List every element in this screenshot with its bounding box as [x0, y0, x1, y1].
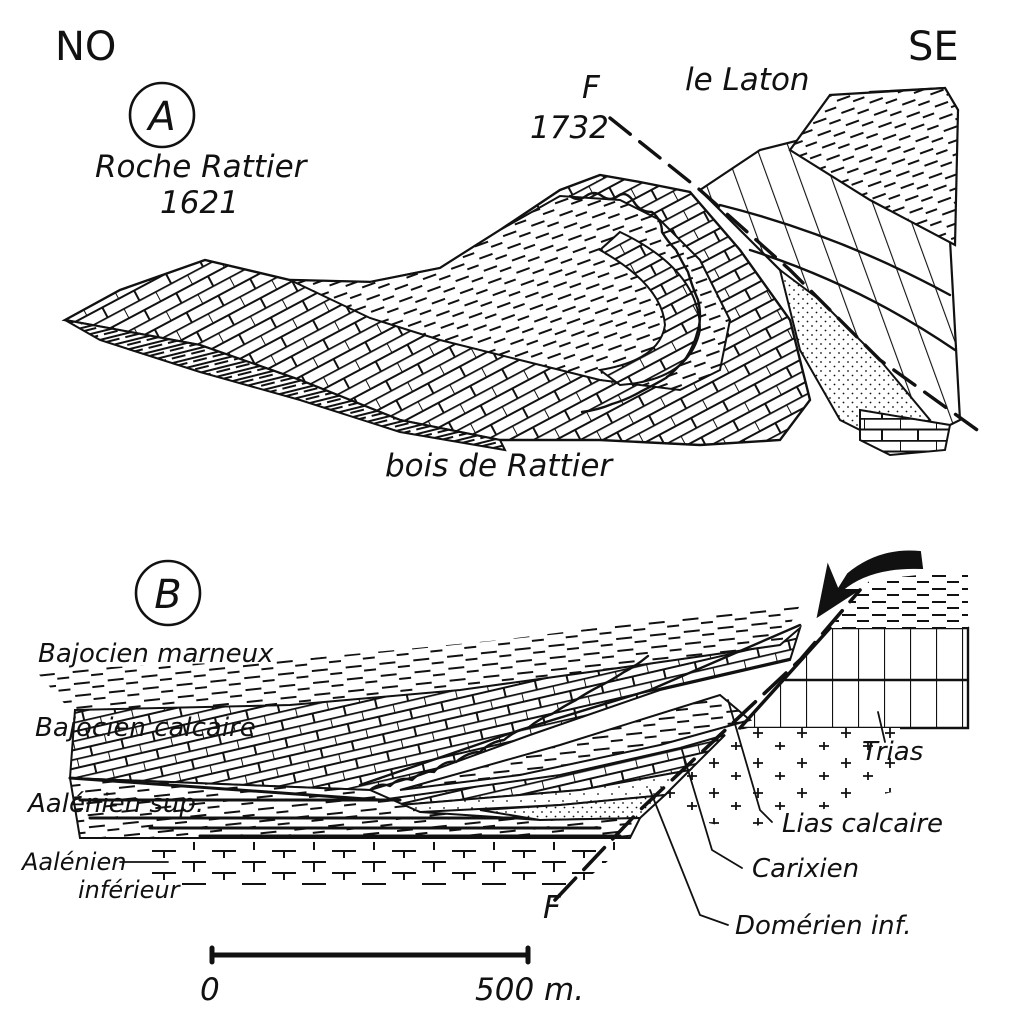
section-a-wavy-contact — [568, 191, 702, 414]
section-a-peak-left-name: Roche Rattier — [95, 149, 309, 185]
section-b-leader-domerien — [649, 789, 729, 926]
section-b-motion-arrow — [816, 550, 924, 619]
section-a-laton-cover — [788, 86, 960, 247]
section-b-aalenien-sup — [68, 776, 642, 839]
section-b-fault-label: F — [543, 890, 562, 926]
section-a-lower-beds — [64, 319, 507, 452]
section-b-layer-carixien: Carixien — [752, 854, 859, 884]
section-b-aalenien-inf — [150, 842, 630, 885]
section-b-layer-bajocien-marneux: Bajocien marneux — [38, 639, 274, 669]
section-b-wavy-contact — [368, 654, 650, 792]
scale-bar-line — [209, 945, 531, 965]
section-a-marker: A — [145, 94, 175, 140]
section-b-layer-aalenien: Aalénien — [20, 848, 126, 876]
section-b-leader-trias — [877, 711, 886, 743]
section-b-layer-trias: Trias — [862, 737, 923, 767]
section-b-calcaire-top — [358, 623, 802, 787]
section-b-leader-lias — [727, 699, 773, 823]
section-b-layer-aalenien-sup: Aalénien sup. — [26, 789, 204, 819]
scale-bar-start: 0 — [200, 972, 220, 1008]
section-b-marker: B — [154, 572, 181, 618]
section-a-trias-band-1 — [718, 203, 952, 297]
section-b-basement — [650, 728, 900, 830]
section-a-fault-label: F — [582, 70, 601, 106]
section-b-upper-right-marl — [830, 570, 968, 628]
section-b-leader-carixien — [681, 749, 743, 869]
section-a-fault-line — [608, 116, 982, 434]
section-b-marker-circle — [134, 559, 202, 627]
scale-bar: 0 500 m. — [200, 945, 584, 1008]
section-b-aalenien-lines — [68, 776, 622, 838]
section-b-fault-line — [553, 588, 862, 902]
orientation-left-label: NO — [55, 24, 116, 70]
section-b-thrust-line — [738, 626, 832, 730]
section-b-layer-lias-calcaire: Lias calcaire — [782, 809, 943, 839]
section-a-peak-left-alt: 1621 — [160, 185, 239, 221]
section-b-layer-domerien: Domérien inf. — [735, 911, 912, 941]
section-a-marker-circle — [128, 81, 196, 149]
section-a-valley-label: bois de Rattier — [385, 448, 614, 484]
section-a-inner-fold — [597, 230, 702, 387]
orientation-right-label: SE — [908, 24, 959, 70]
section-b-cross-section — [35, 550, 970, 926]
scale-bar-end: 500 m. — [475, 972, 584, 1008]
section-b-layer-aalenien-inferieur: inférieur — [78, 876, 182, 904]
section-a-peak-right-name: le Laton — [685, 62, 810, 98]
section-a-lower-right-brick — [859, 408, 952, 457]
section-b-bajocien-marneux — [35, 605, 800, 710]
section-b-layer-bajocien-calcaire: Bajocien calcaire — [35, 713, 256, 743]
section-b-inner-marl-wedge — [399, 693, 753, 791]
section-a-cross-section — [61, 86, 982, 457]
section-a-trias-band-2 — [748, 248, 957, 352]
section-a-fault-alt: 1732 — [530, 110, 609, 146]
